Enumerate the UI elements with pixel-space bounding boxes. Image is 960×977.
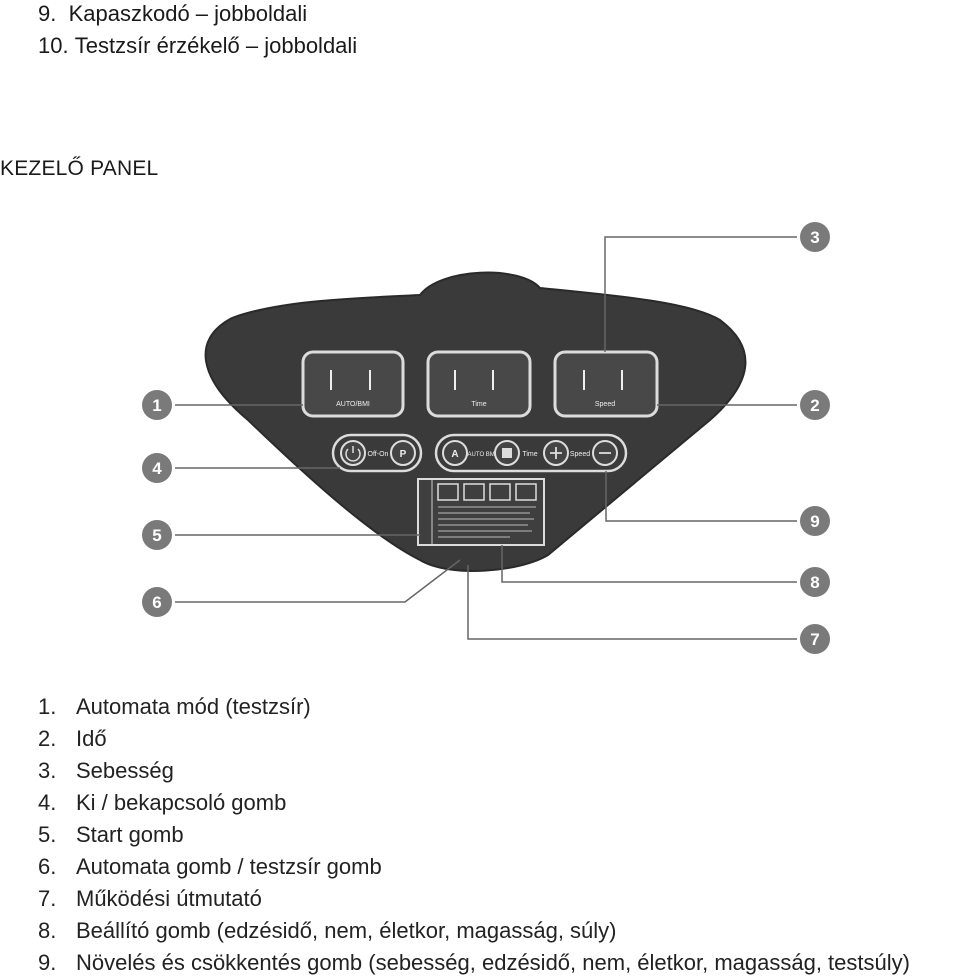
callout-3-label: 3 — [810, 228, 819, 247]
legend-number: 9. — [38, 950, 57, 975]
control-panel-figure: AUTO/BMI Time Speed Off-On P A AUTO BMI … — [0, 210, 960, 670]
callout-9-label: 9 — [810, 512, 819, 531]
callout-5-label: 5 — [152, 526, 161, 545]
callout-2-label: 2 — [810, 396, 819, 415]
legend-item: 2. Idő — [38, 726, 107, 752]
legend-item: 4. Ki / bekapcsoló gomb — [38, 790, 286, 816]
button-group-left — [331, 433, 423, 473]
top-list-text: Testzsír érzékelő – jobboldali — [74, 33, 358, 58]
button-group-right — [434, 433, 628, 473]
top-list-number: 9. — [38, 1, 57, 26]
legend-text: Ki / bekapcsoló gomb — [76, 790, 287, 815]
callout-9: 9 — [800, 506, 830, 536]
speed-button-label: Speed — [570, 451, 590, 458]
legend-text: Működési útmutató — [76, 886, 262, 911]
callout-2: 2 — [800, 390, 830, 420]
power-button-label: Off-On — [368, 451, 389, 458]
display-label-time: Time — [471, 401, 486, 408]
legend-item: 8. Beállító gomb (edzésidő, nem, életkor,… — [38, 918, 617, 944]
display-auto-bmi: AUTO/BMI — [301, 350, 405, 418]
panel-body — [204, 271, 747, 572]
callout-6-label: 6 — [152, 593, 161, 612]
display-speed: Speed — [553, 350, 659, 418]
control-panel-diagram: AUTO/BMI Time Speed Off-On P A AUTO BMI … — [142, 222, 830, 654]
legend-text: Idő — [76, 726, 107, 751]
legend-text: Sebesség — [76, 758, 174, 783]
legend-text: Növelés és csökkentés gomb (sebesség, ed… — [76, 950, 910, 975]
legend-item: 5. Start gomb — [38, 822, 184, 848]
top-list-item: 9. Kapaszkodó – jobboldali — [38, 1, 307, 27]
callout-8-label: 8 — [810, 573, 819, 592]
callout-1-label: 1 — [152, 396, 161, 415]
callout-4-label: 4 — [152, 459, 162, 478]
display-label-speed: Speed — [595, 401, 615, 408]
callout-7-label: 7 — [810, 630, 819, 649]
start-button[interactable]: P — [390, 440, 416, 466]
auto-button[interactable]: A — [442, 440, 468, 466]
legend-number: 3. — [38, 758, 57, 783]
callout-6: 6 — [142, 587, 172, 617]
leader-lines — [175, 236, 797, 640]
callout-7: 7 — [800, 624, 830, 654]
legend-text: Start gomb — [76, 822, 184, 847]
legend-text: Automata gomb / testzsír gomb — [76, 854, 382, 879]
top-list-item: 10. Testzsír érzékelő – jobboldali — [38, 33, 357, 59]
legend-number: 7. — [38, 886, 57, 911]
increase-button[interactable] — [543, 440, 569, 466]
legend-number: 8. — [38, 918, 57, 943]
power-button[interactable] — [340, 440, 366, 466]
display-label-auto-bmi: AUTO/BMI — [336, 401, 370, 408]
legend-text: Beállító gomb (edzésidő, nem, életkor, m… — [76, 918, 617, 943]
top-list-text: Kapaszkodó – jobboldali — [68, 1, 308, 26]
callout-5: 5 — [142, 520, 172, 550]
legend-number: 1. — [38, 694, 57, 719]
legend-item: 6. Automata gomb / testzsír gomb — [38, 854, 382, 880]
display-time: Time — [426, 350, 532, 418]
legend-item: 3. Sebesség — [38, 758, 174, 784]
legend-text: Automata mód (testzsír) — [76, 694, 311, 719]
legend-number: 6. — [38, 854, 57, 879]
legend-item: 7. Működési útmutató — [38, 886, 262, 912]
setting-button[interactable] — [494, 440, 520, 466]
legend-item: 1. Automata mód (testzsír) — [38, 694, 311, 720]
auto-button-label: AUTO BMI — [468, 452, 497, 458]
callout-1: 1 — [142, 390, 172, 420]
section-heading: KEZELŐ PANEL — [0, 157, 159, 180]
legend-number: 4. — [38, 790, 57, 815]
top-list-number: 10. — [38, 33, 69, 58]
callout-3: 3 — [800, 222, 830, 252]
setting-button-label: Time — [522, 451, 537, 458]
legend-number: 5. — [38, 822, 57, 847]
legend-item: 9. Növelés és csökkentés gomb (sebesség, … — [38, 950, 910, 976]
callout-8: 8 — [800, 567, 830, 597]
instruction-guide — [417, 478, 545, 546]
callout-4: 4 — [142, 453, 172, 483]
start-button-glyph: P — [400, 449, 407, 460]
legend-number: 2. — [38, 726, 57, 751]
auto-button-glyph: A — [451, 449, 458, 460]
decrease-button[interactable] — [592, 440, 618, 466]
